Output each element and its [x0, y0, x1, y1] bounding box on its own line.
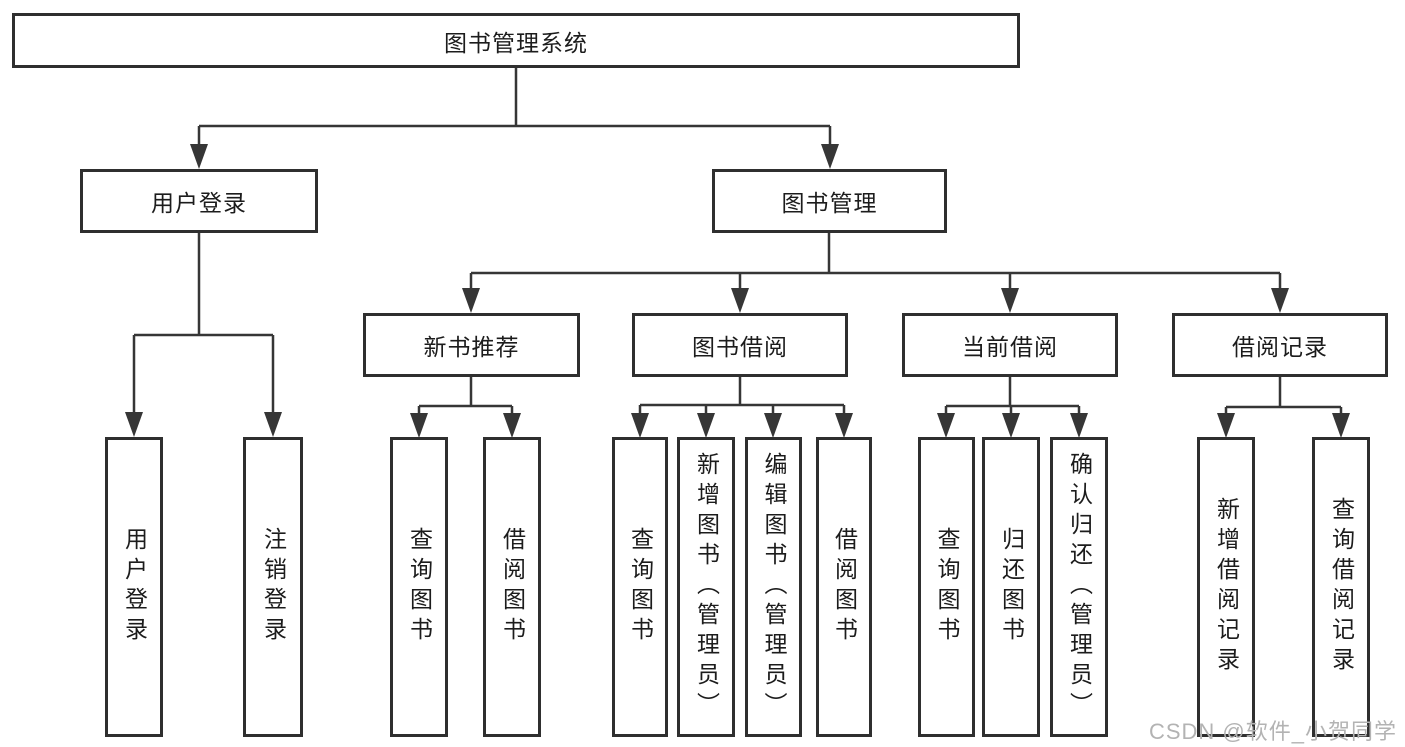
node-book-borrowing: 图书借阅 [632, 313, 848, 377]
leaf-borrow-books-recommend-label: 借阅图书 [499, 527, 526, 647]
leaf-confirm-return-admin: 确认归还（管理员） [1050, 437, 1108, 737]
leaf-query-borrow-record: 查询借阅记录 [1312, 437, 1370, 737]
leaf-query-borrow-record-label: 查询借阅记录 [1328, 497, 1355, 677]
leaf-query-books-recommend-label: 查询图书 [406, 527, 433, 647]
leaf-confirm-return-admin-label: 确认归还（管理员） [1066, 452, 1093, 722]
leaf-borrow-books-borrowing-label: 借阅图书 [831, 527, 858, 647]
leaf-edit-book-admin-label: 编辑图书（管理员） [761, 452, 787, 722]
leaf-query-books-current: 查询图书 [918, 437, 975, 737]
leaf-query-books-current-label: 查询图书 [934, 527, 960, 647]
node-user-login-label: 用户登录 [151, 190, 247, 216]
node-new-book-recommend: 新书推荐 [363, 313, 580, 377]
node-current-borrowing-label: 当前借阅 [962, 334, 1058, 360]
leaf-edit-book-admin: 编辑图书（管理员） [745, 437, 802, 737]
node-borrowing-records-label: 借阅记录 [1232, 334, 1328, 360]
leaf-logout: 注销登录 [243, 437, 303, 737]
leaf-borrow-books-borrowing: 借阅图书 [816, 437, 872, 737]
csdn-watermark: CSDN @软件_小贺同学 [1148, 719, 1397, 744]
node-root-label: 图书管理系统 [444, 29, 588, 56]
node-current-borrowing: 当前借阅 [902, 313, 1118, 377]
connector-paths [132, 68, 1343, 418]
leaf-add-borrow-record: 新增借阅记录 [1197, 437, 1255, 737]
leaf-return-books: 归还图书 [982, 437, 1040, 737]
leaf-return-books-label: 归还图书 [998, 527, 1025, 647]
node-root: 图书管理系统 [12, 13, 1020, 68]
leaf-add-borrow-record-label: 新增借阅记录 [1213, 497, 1240, 677]
leaf-query-books-borrowing: 查询图书 [612, 437, 668, 737]
leaf-user-login-label: 用户登录 [121, 527, 148, 647]
node-book-borrowing-label: 图书借阅 [692, 334, 788, 360]
leaf-add-book-admin: 新增图书（管理员） [677, 437, 735, 737]
leaf-user-login: 用户登录 [105, 437, 163, 737]
node-new-book-recommend-label: 新书推荐 [423, 334, 520, 360]
leaf-query-books-recommend: 查询图书 [390, 437, 448, 737]
leaf-query-books-borrowing-label: 查询图书 [627, 527, 654, 647]
arrowhead-icons [125, 144, 1350, 438]
node-book-management: 图书管理 [712, 169, 947, 233]
leaf-add-book-admin-label: 新增图书（管理员） [693, 452, 720, 722]
node-user-login: 用户登录 [80, 169, 318, 233]
leaf-borrow-books-recommend: 借阅图书 [483, 437, 541, 737]
node-borrowing-records: 借阅记录 [1172, 313, 1388, 377]
leaf-logout-label: 注销登录 [260, 527, 287, 647]
node-book-management-label: 图书管理 [781, 190, 878, 216]
